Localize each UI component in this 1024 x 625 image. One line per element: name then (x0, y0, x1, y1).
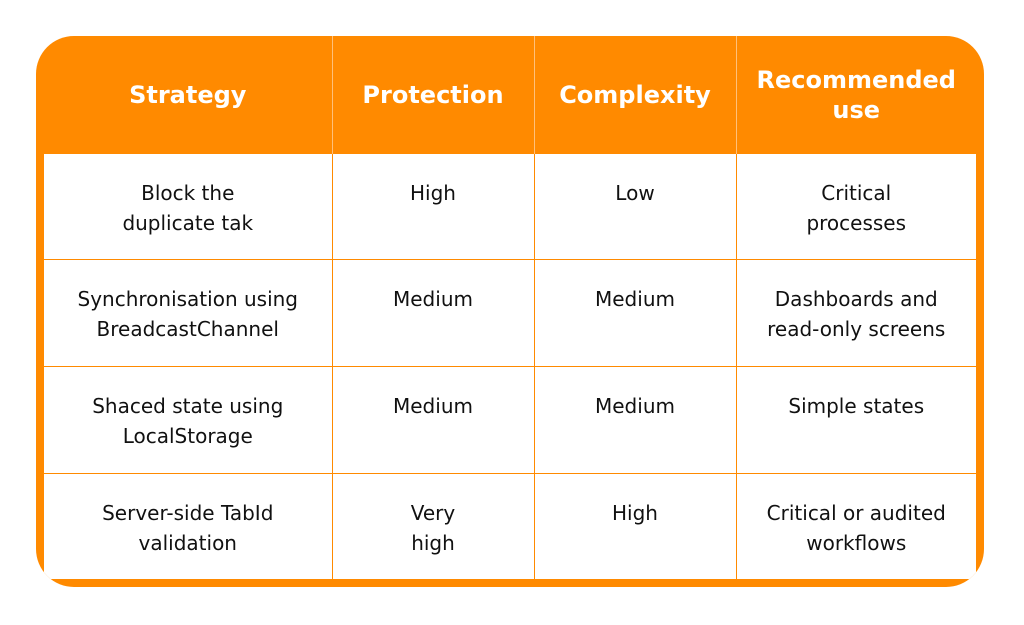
cell-text: Shaced state using LocalStorage (92, 393, 284, 448)
cell-protection: Medium (331, 259, 534, 367)
cell-text: Medium (393, 287, 473, 312)
cell-recommended-use: Simple states (735, 365, 976, 474)
cell-text: High (410, 181, 456, 205)
table-row: Block the duplicate tak High Low Critica… (44, 154, 976, 260)
cell-protection: Medium (331, 365, 534, 474)
header-row: Strategy Protection Complexity Recommend… (44, 36, 976, 154)
cell-complexity: High (533, 472, 736, 579)
cell-strategy: Shaced state using LocalStorage (44, 365, 332, 474)
cell-text: Dashboards and read-only screens (767, 287, 946, 342)
cell-complexity: Low (533, 154, 736, 260)
cell-strategy: Synchronisation using BreadcastChannel (44, 259, 332, 367)
cell-text: Simple states (788, 393, 925, 418)
cell-strategy: Server-side TabId validation (44, 472, 332, 579)
header-strategy: Strategy (129, 81, 247, 109)
cell-text: Medium (393, 393, 473, 418)
cell-complexity: Medium (533, 365, 736, 474)
table-row: Server-side TabId validation Very high H… (44, 472, 976, 579)
cell-strategy: Block the duplicate tak (44, 154, 332, 260)
cell-text: High (612, 500, 658, 525)
cell-complexity: Medium (533, 259, 736, 367)
cell-protection: Very high (331, 472, 534, 579)
cell-text: Very high (410, 500, 456, 555)
header-recommended-use: Recommended use (735, 36, 976, 154)
cell-recommended-use: Dashboards and read-only screens (735, 259, 976, 367)
cell-text: Synchronisation using BreadcastChannel (77, 287, 299, 342)
cell-text: Server-side TabId validation (102, 500, 274, 555)
cell-text: Low (615, 181, 655, 205)
comparison-table-frame: Strategy Protection Complexity Recommend… (36, 36, 984, 587)
comparison-table: Strategy Protection Complexity Recommend… (44, 36, 976, 579)
cell-text: Block the duplicate tak (122, 181, 254, 235)
table-row: Synchronisation using BreadcastChannel M… (44, 259, 976, 367)
cell-recommended-use: Critical processes (735, 154, 976, 260)
cell-text: Medium (595, 393, 675, 418)
cell-recommended-use: Critical or audited workflows (735, 472, 976, 579)
cell-protection: High (331, 154, 534, 260)
header-complexity: Complexity (533, 36, 736, 154)
cell-text: Critical processes (806, 181, 907, 235)
cell-text: Medium (595, 287, 675, 312)
header-protection: Protection (331, 36, 534, 154)
table-row: Shaced state using LocalStorage Medium M… (44, 365, 976, 474)
cell-text: Critical or audited workflows (766, 500, 946, 555)
